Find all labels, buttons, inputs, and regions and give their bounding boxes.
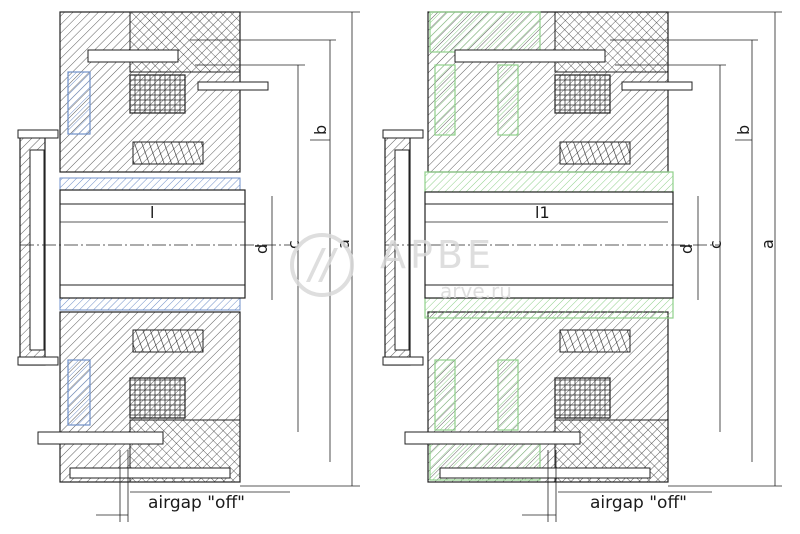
right-length-label: l1 (535, 203, 550, 222)
watermark: АРВЕ arve.ru (290, 233, 512, 303)
right-b-label: b (734, 125, 753, 135)
left-airgap-label: airgap "off" (148, 493, 245, 513)
left-b-label: b (311, 125, 330, 135)
left-d-label: d (252, 244, 271, 254)
right-dimensions (425, 11, 782, 522)
left-c-label: c (284, 240, 303, 249)
watermark-brand: АРВЕ (380, 233, 495, 277)
right-c-label: c (706, 240, 725, 249)
right-a-label: a (758, 239, 777, 249)
right-airgap-label: airgap "off" (590, 493, 687, 513)
watermark-logo-icon (290, 233, 354, 297)
right-cross-section (382, 11, 720, 483)
left-length-label: l (150, 203, 154, 222)
right-d-label: d (677, 244, 696, 254)
left-cross-section (17, 11, 290, 483)
watermark-url: arve.ru (440, 279, 512, 303)
right-labels: l1 d c a b airgap "off" (535, 125, 777, 513)
